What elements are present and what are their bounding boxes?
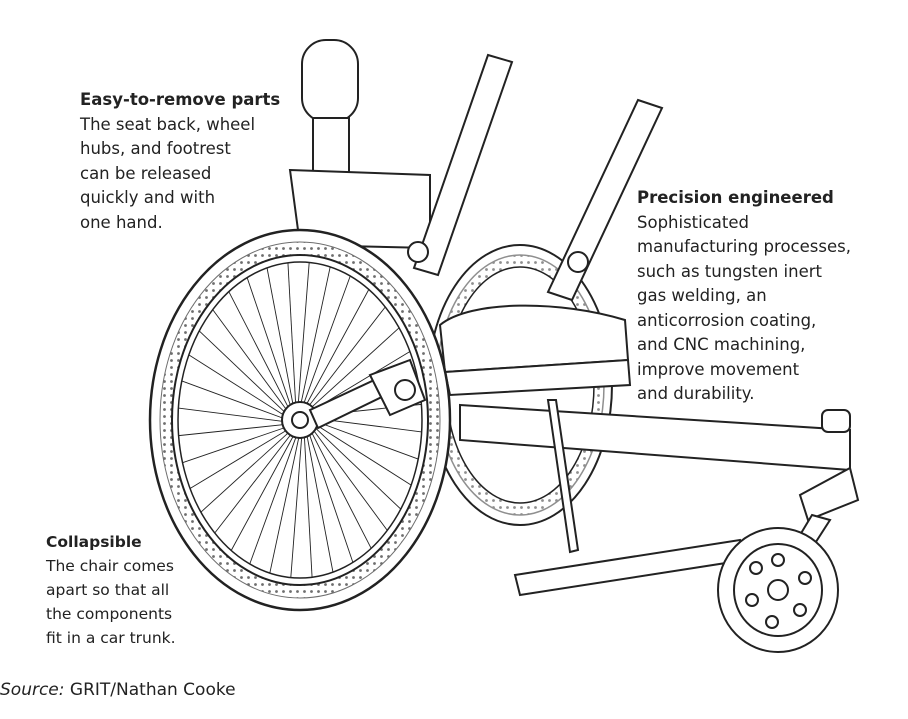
caster-wheel bbox=[717, 513, 839, 653]
seat bbox=[438, 304, 632, 397]
callout-collapsible: Collapsible The chair comes apart so tha… bbox=[46, 530, 246, 650]
callout-body: Sophisticated manufacturing processes, s… bbox=[637, 212, 851, 404]
source-credit-text: GRIT/Nathan Cooke bbox=[69, 680, 236, 700]
callout-easy-to-remove: Easy-to-remove parts The seat back, whee… bbox=[80, 88, 295, 235]
push-handles bbox=[407, 53, 664, 302]
callout-body: The seat back, wheel hubs, and footrest … bbox=[80, 114, 256, 232]
callout-body: The chair comes apart so that all the co… bbox=[46, 557, 176, 647]
main-wheel bbox=[148, 228, 452, 612]
seat-back-post bbox=[288, 39, 431, 300]
callout-heading: Precision engineered bbox=[637, 188, 834, 207]
wheelchair-drawing bbox=[148, 39, 860, 653]
source-credit: Source: GRIT/Nathan Cooke bbox=[0, 680, 236, 700]
callout-precision-engineered: Precision engineered Sophisticated manuf… bbox=[637, 186, 902, 407]
callout-heading: Easy-to-remove parts bbox=[80, 90, 281, 109]
source-label: Source: bbox=[0, 680, 65, 700]
callout-heading: Collapsible bbox=[46, 533, 142, 551]
drive-mechanism bbox=[308, 358, 427, 430]
